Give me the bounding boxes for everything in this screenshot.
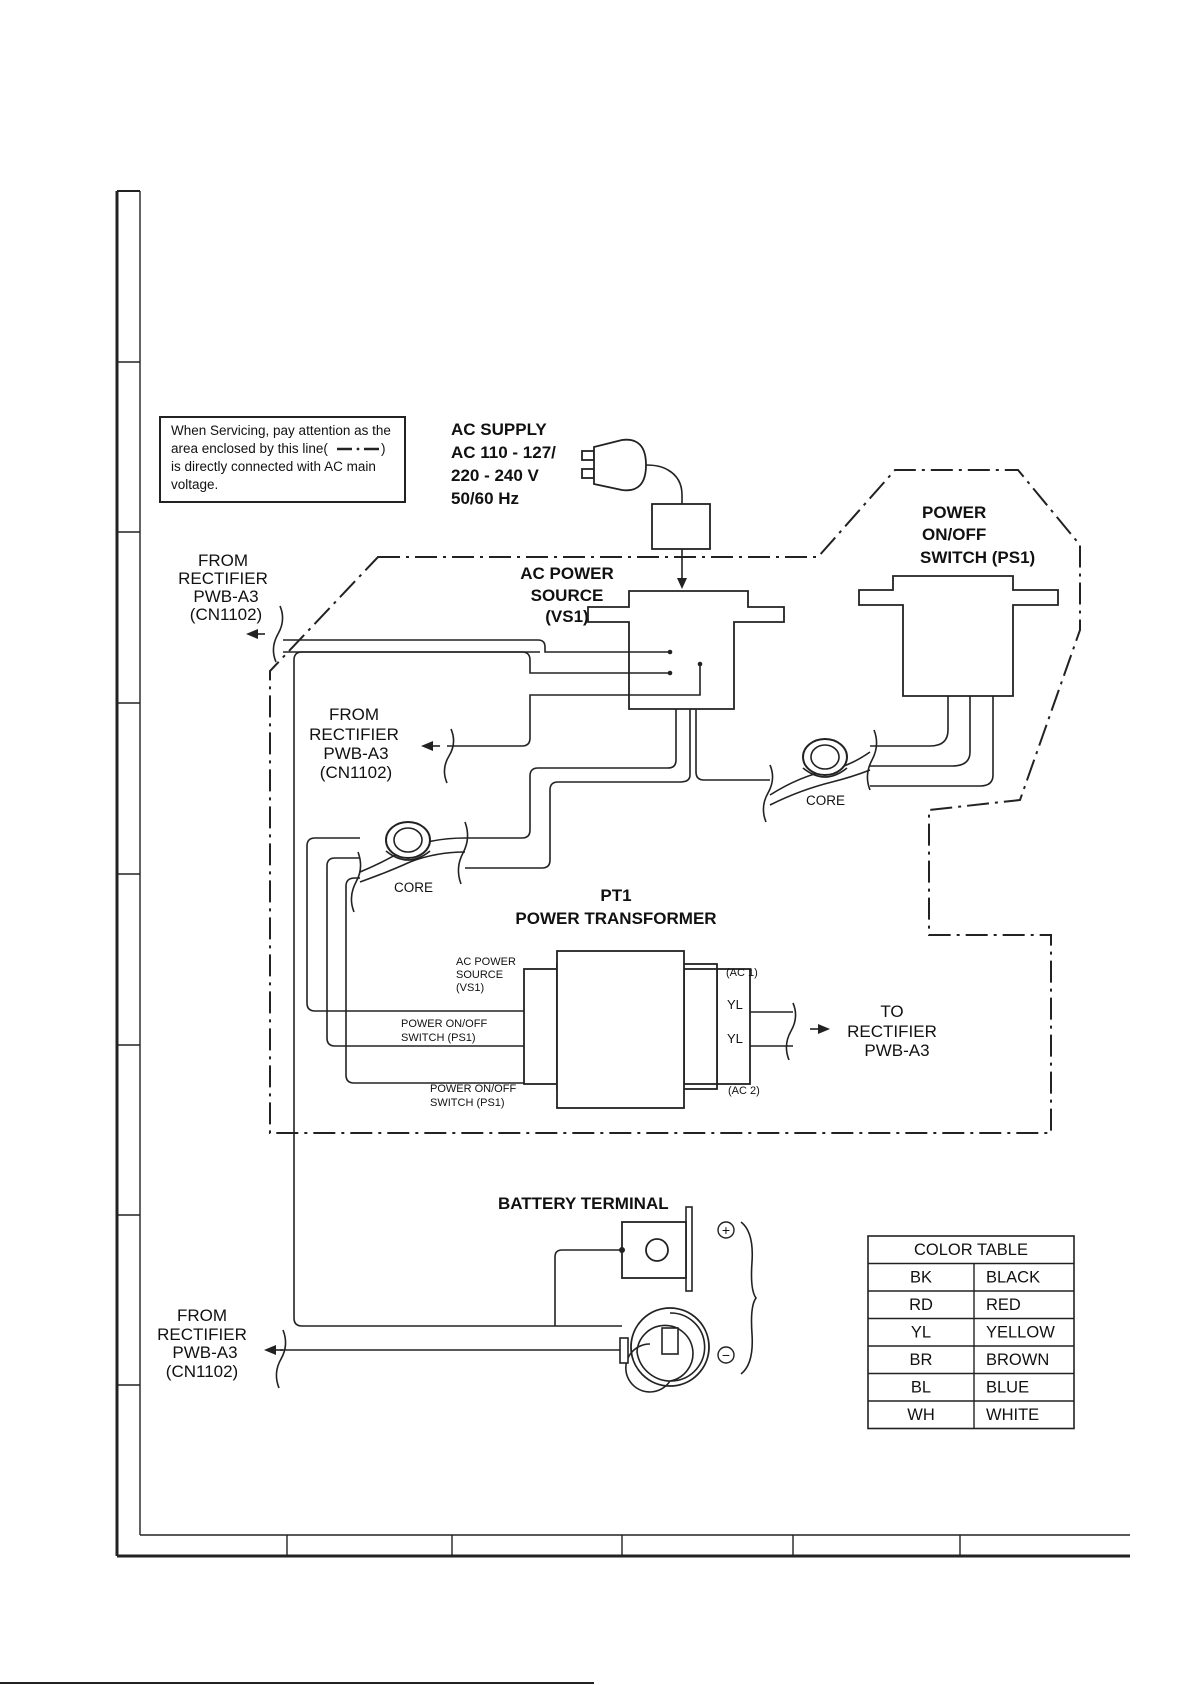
color-name-cell: WHITE xyxy=(986,1406,1039,1424)
from-rect-mid-2: RECTIFIER xyxy=(309,725,399,744)
from-rect-mid-4: (CN1102) xyxy=(320,763,392,782)
color-code-cell: RD xyxy=(909,1296,933,1314)
battery-plus-label: + xyxy=(722,1222,730,1238)
ac-supply-frequency: 50/60 Hz xyxy=(451,489,519,508)
color-name-cell: BLUE xyxy=(986,1379,1029,1397)
from-rect-bot-3: PWB-A3 xyxy=(172,1343,237,1362)
battery-title: BATTERY TERMINAL xyxy=(498,1194,669,1213)
notice-line-1: When Servicing, pay attention as the xyxy=(171,423,391,438)
from-rectifier-top: FROM RECTIFIER PWB-A3 (CN1102) xyxy=(178,551,268,624)
switch-label-2: ON/OFF xyxy=(922,525,986,544)
ac-supply-title: AC SUPPLY xyxy=(451,420,547,439)
from-rect-top-1: FROM xyxy=(198,551,248,570)
wire-breaks xyxy=(272,605,878,1389)
from-rect-top-4: (CN1102) xyxy=(190,605,262,624)
to-rectifier: TO RECTIFIER PWB-A3 xyxy=(847,1002,937,1060)
color-code-cell: BR xyxy=(910,1351,933,1369)
core-right: CORE xyxy=(769,738,871,808)
transformer-label-2: POWER TRANSFORMER xyxy=(515,909,716,928)
tr-left-sw-a-2: SWITCH (PS1) xyxy=(401,1032,476,1044)
core-left: CORE xyxy=(359,821,466,895)
ac-plug-icon xyxy=(581,438,683,504)
power-switch-ps1: POWER ON/OFF SWITCH (PS1) xyxy=(858,503,1059,697)
tr-right-yl-top: YL xyxy=(727,997,743,1012)
minus-symbol-icon: − xyxy=(717,1346,735,1364)
from-rect-bot-1: FROM xyxy=(177,1306,227,1325)
tr-left-ac-2: SOURCE xyxy=(456,969,503,981)
from-rect-mid-1: FROM xyxy=(329,705,379,724)
color-code-cell: BK xyxy=(910,1269,932,1287)
color-code-cell: WH xyxy=(907,1406,935,1424)
color-code-cell: BL xyxy=(911,1379,931,1397)
plus-symbol-icon: + xyxy=(717,1221,735,1239)
from-rect-mid-3: PWB-A3 xyxy=(323,744,388,763)
hv-boundary xyxy=(269,469,1081,1134)
wiring xyxy=(280,639,994,1351)
spring-terminal-icon xyxy=(619,1307,710,1393)
tr-right-yl-bottom: YL xyxy=(727,1031,743,1046)
ac-adapter-box xyxy=(651,503,711,550)
transformer-label-1: PT1 xyxy=(600,886,631,905)
to-rect-1: TO xyxy=(880,1002,903,1021)
tr-right-ac2: (AC 2) xyxy=(728,1085,760,1097)
notice-line-2-end: ) xyxy=(381,441,386,456)
color-table-frame xyxy=(867,1235,1075,1430)
battery-terminal: BATTERY TERMINAL + − xyxy=(498,1194,735,1393)
from-rect-top-2: RECTIFIER xyxy=(178,569,268,588)
notice-line-4: voltage. xyxy=(171,477,218,492)
color-name-cell: BROWN xyxy=(986,1351,1049,1369)
color-table-title: COLOR TABLE xyxy=(914,1241,1028,1259)
from-rect-top-3: PWB-A3 xyxy=(193,587,258,606)
switch-label-3: SWITCH (PS1) xyxy=(920,548,1035,567)
battery-minus-label: − xyxy=(722,1347,730,1363)
to-rect-3: PWB-A3 xyxy=(864,1041,929,1060)
color-table: COLOR TABLE BK BLACK RD RED YL YELLOW BR BROWN BL… xyxy=(867,1235,1075,1430)
color-code-cell: YL xyxy=(911,1324,931,1342)
ac-power-source-vs1: AC POWER SOURCE (VS1) xyxy=(520,564,785,710)
power-transformer-pt1: PT1 POWER TRANSFORMER AC POWER SOURCE (V… xyxy=(401,886,760,1109)
from-rect-bot-2: RECTIFIER xyxy=(157,1325,247,1344)
from-rectifier-middle: FROM RECTIFIER PWB-A3 (CN1102) xyxy=(309,705,399,782)
color-name-cell: YELLOW xyxy=(986,1324,1055,1342)
core-right-label: CORE xyxy=(806,793,845,808)
tr-left-ac-1: AC POWER xyxy=(456,956,516,968)
ac-source-label-2: SOURCE xyxy=(531,586,604,605)
from-rect-bot-4: (CN1102) xyxy=(166,1362,238,1381)
color-name-cell: RED xyxy=(986,1296,1021,1314)
service-notice: When Servicing, pay attention as the are… xyxy=(159,416,406,503)
notice-line-2: area enclosed by this line( xyxy=(171,441,328,456)
ac-source-label-3: (VS1) xyxy=(545,607,588,626)
page-frame xyxy=(0,190,1130,1684)
ac-supply: AC SUPPLY AC 110 - 127/ 220 - 240 V 50/6… xyxy=(451,420,711,589)
tr-left-ac-3: (VS1) xyxy=(456,982,484,994)
core-left-label: CORE xyxy=(394,880,433,895)
switch-label-1: POWER xyxy=(922,503,986,522)
from-rectifier-bottom: FROM RECTIFIER PWB-A3 (CN1102) xyxy=(157,1306,247,1381)
tr-left-sw-b-2: SWITCH (PS1) xyxy=(430,1097,505,1109)
tr-right-ac1: (AC 1) xyxy=(726,967,758,979)
ac-supply-voltage-2: 220 - 240 V xyxy=(451,466,540,485)
to-rect-2: RECTIFIER xyxy=(847,1022,937,1041)
notice-line-3: is directly connected with AC main xyxy=(171,459,376,474)
ac-source-label-1: AC POWER xyxy=(520,564,614,583)
color-name-cell: BLACK xyxy=(986,1269,1040,1287)
rectifier-arrows xyxy=(246,629,830,1355)
tr-left-sw-a-1: POWER ON/OFF xyxy=(401,1018,487,1030)
ac-supply-voltage-1: AC 110 - 127/ xyxy=(451,443,556,462)
tr-left-sw-b-1: POWER ON/OFF xyxy=(430,1083,516,1095)
